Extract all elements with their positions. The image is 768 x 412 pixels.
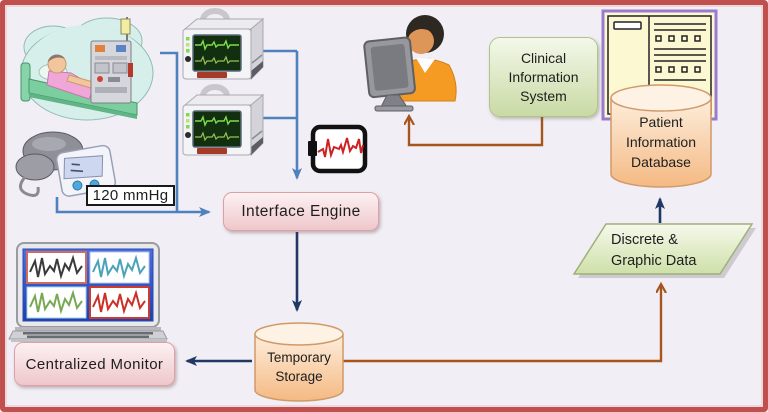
clinician-at-computer-icon [363, 15, 457, 112]
bp-reading-box: 120 mmHg [86, 185, 175, 206]
blood-pressure-monitor-icon [15, 131, 117, 197]
edge-cis-to-clinician [409, 115, 544, 147]
patient-in-bed-icon [20, 17, 154, 121]
ecg-waveform-icon [308, 124, 368, 174]
node-patient-information-database: Patient Information Database [611, 109, 711, 175]
node-temporary-storage: Temporary Storage [257, 347, 341, 387]
patient-monitor-icon-1 [183, 11, 263, 79]
patient-monitor-icon-2 [183, 87, 263, 155]
clinical-information-system-label: Clinical Information System [508, 49, 579, 104]
node-discrete-graphic-data: Discrete & Graphic Data [599, 229, 751, 273]
discrete-graphic-data-label: Discrete & Graphic Data [611, 232, 697, 269]
node-interface-engine: Interface Engine [223, 192, 379, 231]
node-centralized-monitor: Centralized Monitor [14, 342, 175, 386]
edge-bp-to-interface-engine [55, 197, 211, 217]
bp-reading-label: 120 mmHg [92, 187, 169, 204]
connector-lines [55, 49, 661, 366]
central-monitor-laptop-icon [8, 242, 168, 342]
temporary-storage-label: Temporary Storage [267, 350, 331, 384]
centralized-monitor-label: Centralized Monitor [25, 355, 164, 373]
database-cylinder-icon-temporary [254, 322, 344, 402]
edge-patient-to-junction [160, 51, 179, 212]
interface-engine-label: Interface Engine [241, 202, 361, 220]
database-cylinder-icon-patient [610, 84, 712, 188]
diagram-artwork [8, 5, 756, 402]
patient-information-database-label: Patient Information Database [625, 114, 697, 170]
node-clinical-information-system: Clinical Information System [489, 37, 598, 117]
edge-temporary-storage-to-discrete-data [343, 285, 661, 363]
discrete-graphic-data-shape [572, 223, 756, 278]
